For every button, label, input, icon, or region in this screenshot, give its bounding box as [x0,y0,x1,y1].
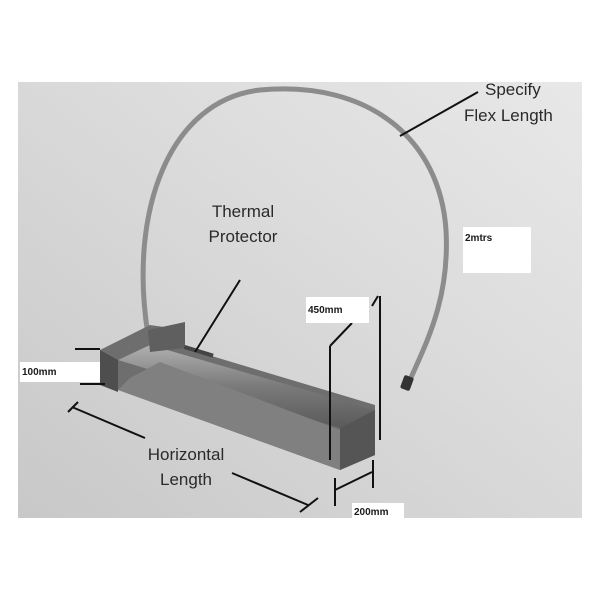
horizontal-label-line2: Length [160,470,212,489]
flex-cable [140,86,449,381]
end-box [20,362,100,382]
width-box [352,503,404,519]
height-box [306,297,369,323]
height-value: 450mm [308,305,343,316]
flex-length-box [463,227,531,273]
thermal-label-line2: Protector [209,227,278,246]
flex-label-line2: Flex Length [464,106,553,125]
thermal-label-line1: Thermal [212,202,274,221]
heater-element [100,322,375,470]
horizontal-label-line1: Horizontal [148,445,225,464]
width-value: 200mm [354,507,389,518]
cable-end-connector [400,375,414,391]
dimension-lines [67,91,479,513]
flex-length-value: 2mtrs [465,233,493,244]
end-value: 100mm [22,367,57,378]
flex-label-line1: Specify [485,80,541,99]
